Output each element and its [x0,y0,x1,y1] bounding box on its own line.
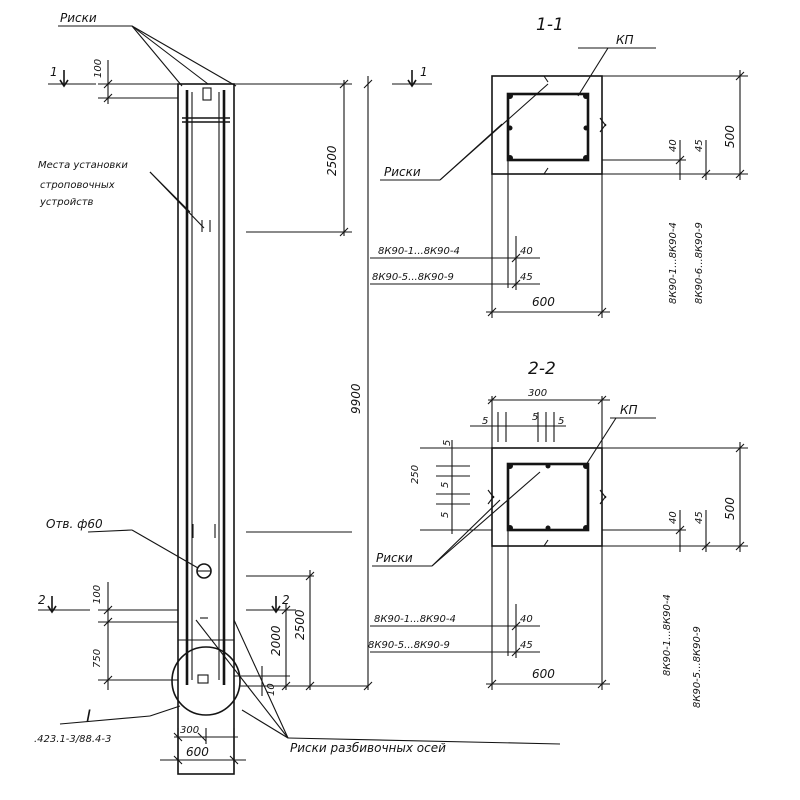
s1-row2-val: 45 [520,272,533,283]
s1-rebar-cage [506,92,590,162]
label-kp-s2: КП [620,403,638,417]
s2-dim-600: 600 [532,667,555,681]
s1-row1-val: 40 [520,246,533,257]
s2-vert-2: 8К90-5...8К90-9 [692,626,703,708]
label-hole: Отв. ф60 [46,517,103,531]
s1-row2: 8К90-5...8К90-9 [372,272,454,283]
label-riski-s1: Риски [384,165,421,179]
s1-dim-600: 600 [532,295,555,309]
cut-1-left: 1 [50,65,58,79]
dim-100-bottom: 100 [92,585,103,604]
dim-top-100: 100 [93,59,104,78]
dim-2500-top: 2500 [325,145,339,176]
s1-vert-1: 8К90-1...8К90-4 [668,222,679,304]
label-riski-s2: Риски [376,551,413,565]
elevation-dimension-lines [103,60,373,772]
text-labels: Риски Места установки строповочных устро… [34,11,638,755]
cut-2-left: 2 [38,593,46,607]
label-mounting-2: строповочных [40,180,115,191]
s2-dim-5b: 5 [532,412,538,423]
dim-2000: 2000 [269,625,283,656]
node-mark: I [86,707,91,727]
dim-300-base: 300 [180,725,199,736]
label-mounting-3: устройств [39,197,94,208]
node-ref: .423.1-3/88.4-3 [34,734,111,745]
section-1-1 [370,47,748,318]
label-riski-top: Риски [60,11,97,25]
s2-vert-1: 8К90-1...8К90-4 [662,594,673,676]
s2-dim-5a: 5 [482,416,488,427]
s2-outline [491,447,603,547]
column-outline [177,83,235,775]
s2-row1: 8К90-1...8К90-4 [374,614,456,625]
section-2-2 [370,395,748,690]
section-cuts [38,70,432,614]
label-kp-s1: КП [616,33,634,47]
s2-row1-val: 40 [520,614,533,625]
label-mounting-1: Места установки [38,160,128,171]
node-circle [171,646,241,716]
s2-row2: 8К90-5...8К90-9 [368,640,450,651]
section-title-1: 1-1 [536,15,564,35]
s2-row2-val: 45 [520,640,533,651]
cut-1-right: 1 [420,65,428,79]
dim-2500-bottom: 2500 [293,609,307,640]
s2-dim-300: 300 [528,388,547,399]
column-elevation [171,83,241,775]
dim-9900: 9900 [349,383,363,414]
s1-outline [491,75,603,175]
s2-dim-5c: 5 [558,416,564,427]
s2-dim-500: 500 [723,497,737,520]
base-plate [197,674,209,684]
s2-dim-5f: 5 [440,512,451,518]
s1-row1: 8К90-1...8К90-4 [378,246,460,257]
dim-10: 10 [266,683,277,696]
label-riski-axes: Риски разбивочных осей [290,741,446,755]
s1-vert-2: 8К90-6...8К90-9 [694,222,705,304]
top-embed [202,87,212,101]
s1-dim-500: 500 [723,125,737,148]
s1-dim-45: 45 [694,139,705,152]
s2-dim-250: 250 [410,465,421,484]
dimension-texts: 100 2500 9900 100 750 2000 2500 10 300 6… [92,59,737,759]
s2-dim-45: 45 [694,511,705,524]
s2-dim-5e: 5 [440,482,451,488]
cut-2-right: 2 [282,593,290,607]
elevation-extension-lines [98,83,368,687]
s1-dim-40: 40 [668,139,679,152]
s2-dim-5d: 5 [442,440,453,446]
dim-750: 750 [92,649,103,668]
s2-dim-40: 40 [668,511,679,524]
dim-600-base: 600 [186,745,209,759]
section-title-2: 2-2 [528,359,556,379]
leader-lines [58,25,561,745]
s2-rebar-cage [506,462,590,532]
